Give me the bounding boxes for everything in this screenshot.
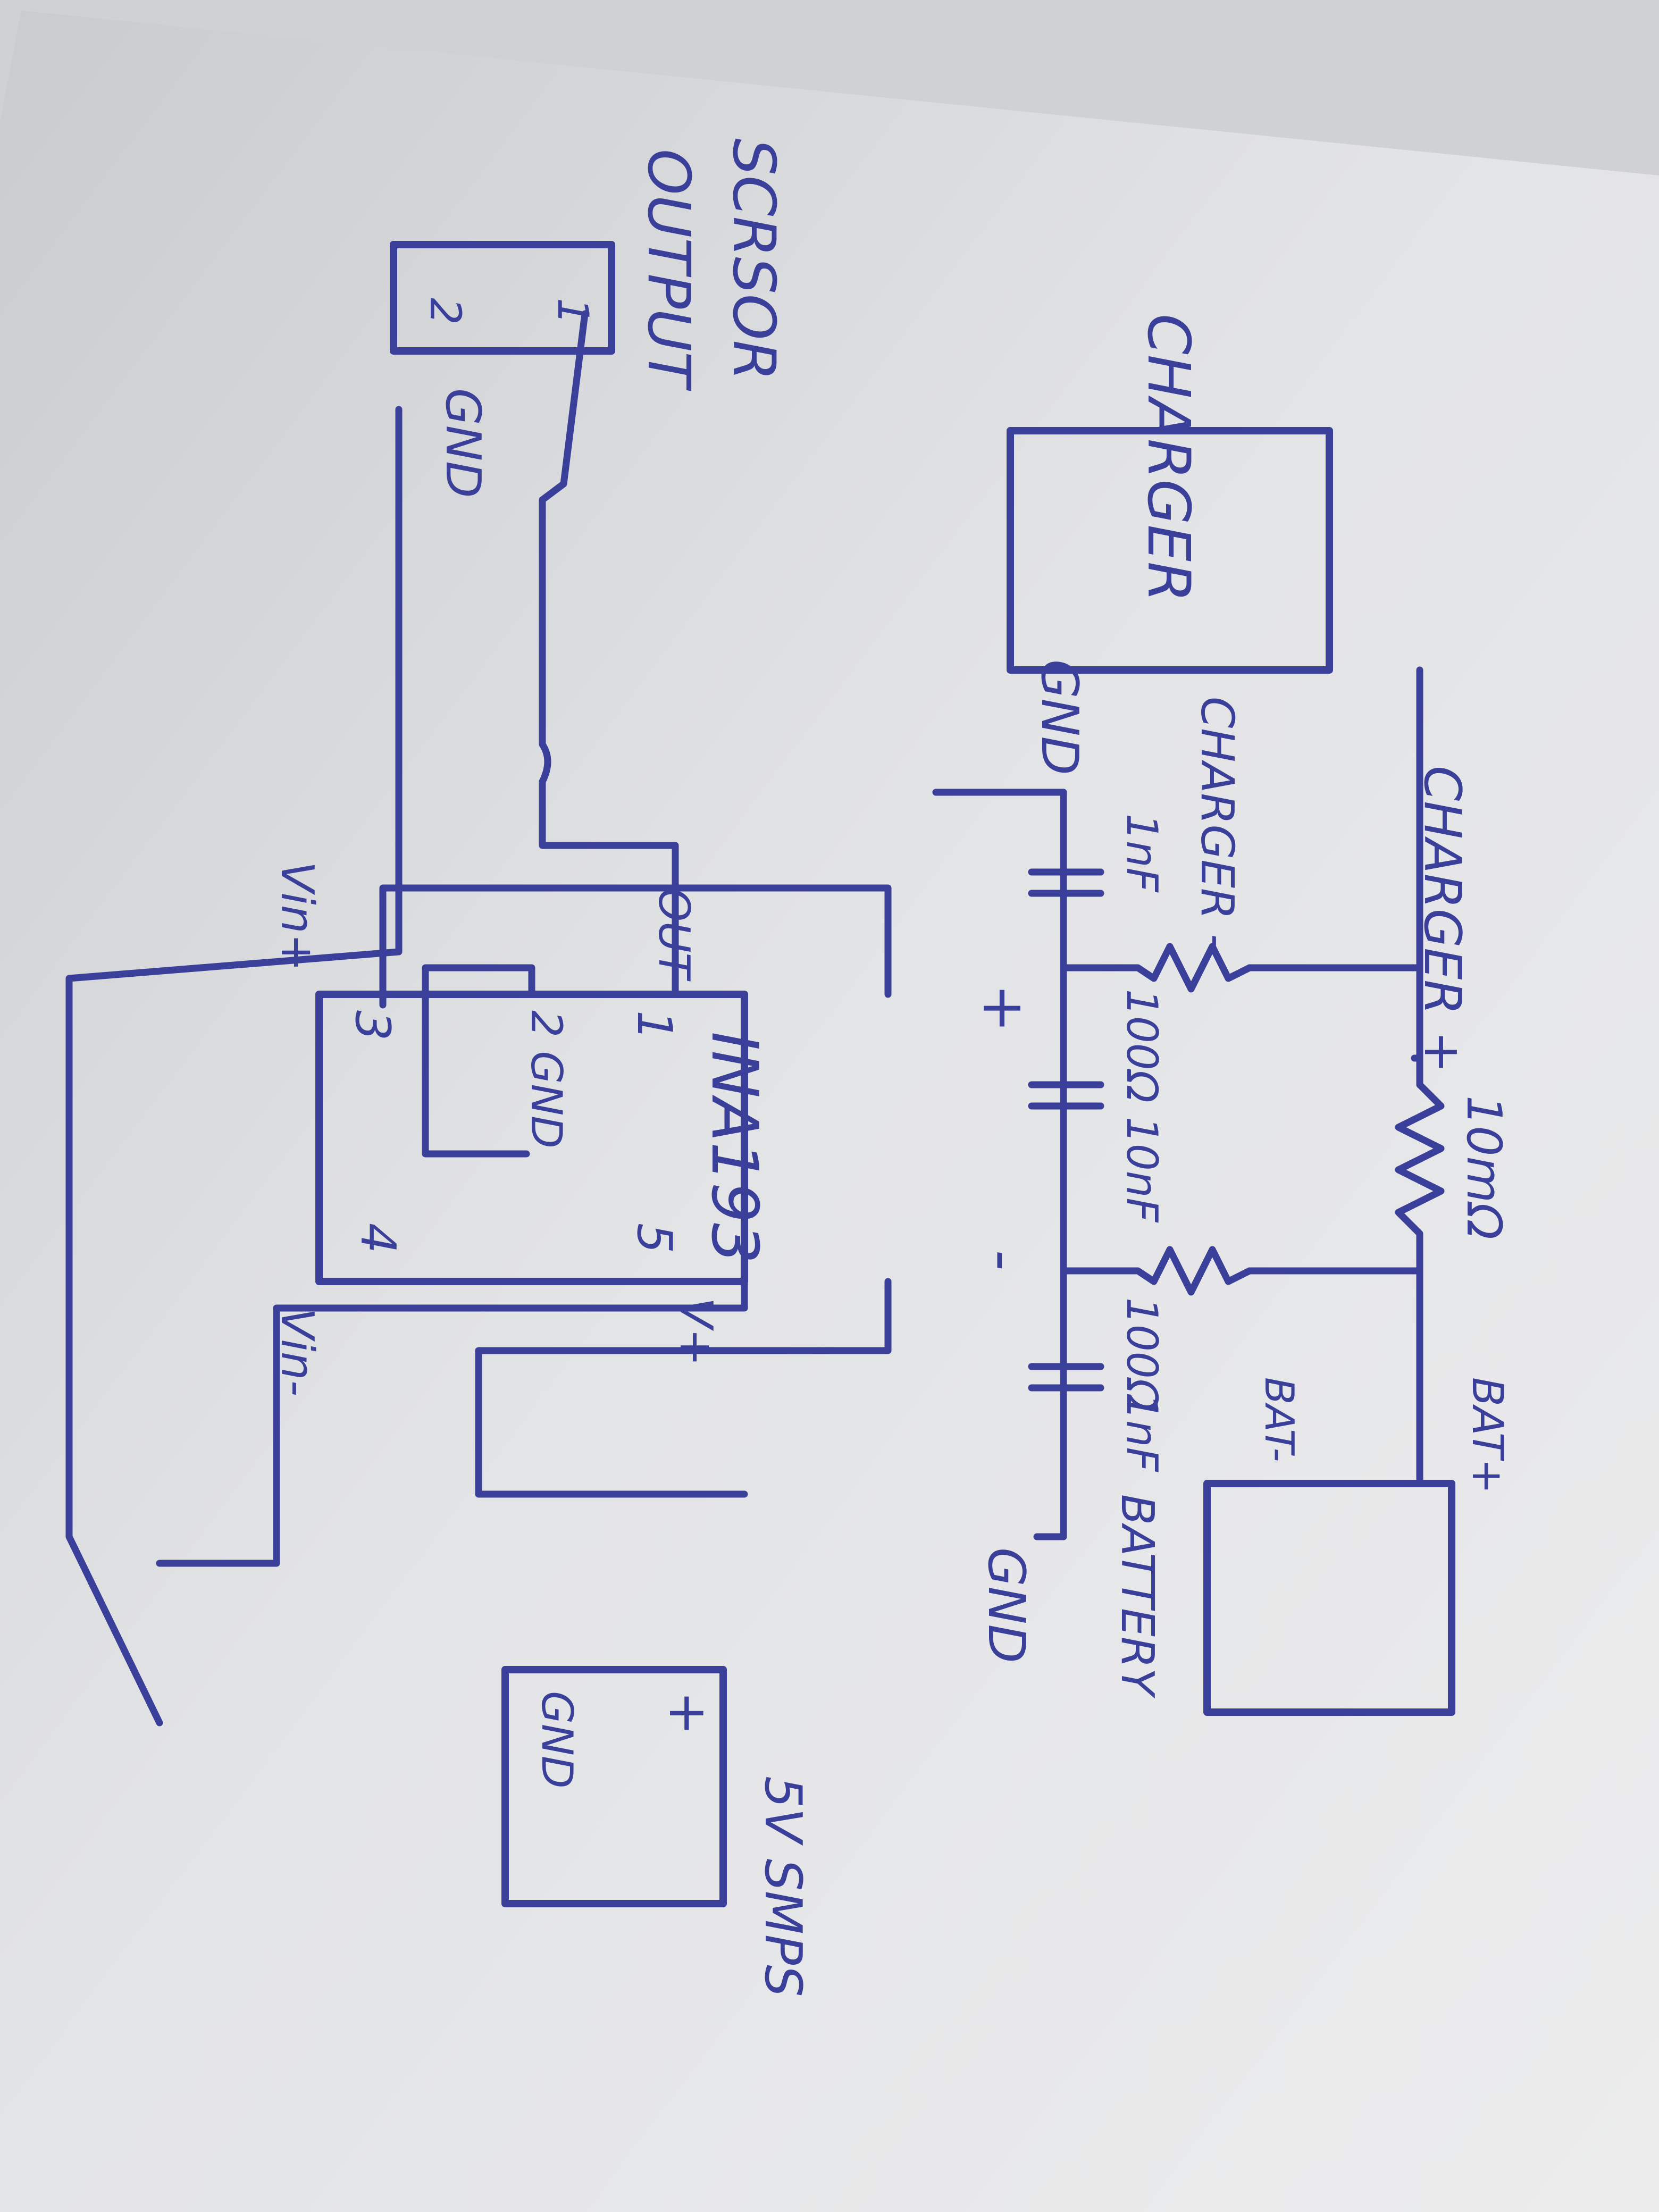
sensor-gnd-label: GND	[435, 388, 491, 498]
ic-pin3: 3	[345, 1010, 400, 1041]
wire-out	[539, 778, 679, 998]
cap-bottom-label: 1nF	[1117, 1393, 1167, 1472]
wire-vplus	[156, 1278, 748, 1567]
ic-pin2: 2 GND	[522, 1010, 571, 1149]
wire-gnd-loop	[65, 406, 403, 1727]
sensor-connector	[390, 241, 615, 355]
smps-box	[501, 1666, 727, 1907]
smps-plus: +	[657, 1691, 719, 1736]
resistor-10mohm	[1395, 1081, 1445, 1365]
wire-vin-minus	[475, 1278, 892, 1498]
charger-minus-label: CHARGER -	[1191, 697, 1243, 950]
sensor-output-label-2: OUTPUT	[635, 149, 703, 391]
smps-label: 5V SMPS	[753, 1776, 812, 1997]
sensor-output-label-1: SCRSOR	[720, 138, 788, 381]
gnd-top-label: GND	[1030, 659, 1088, 775]
res-shunt-label: 10mΩ	[1456, 1095, 1512, 1239]
ic-name: INA193	[697, 1032, 771, 1263]
res-top-label: 100Ω	[1117, 989, 1167, 1103]
gnd-bottom-label: GND	[977, 1547, 1035, 1663]
vin-plus-label: Vin+	[271, 861, 323, 971]
sensor-pin2: 2	[421, 298, 470, 325]
plus-node: +	[970, 984, 1038, 1033]
charger-box	[1007, 427, 1333, 674]
wire-out-to-sensor	[539, 310, 589, 785]
ic-pin1: 1	[626, 1010, 682, 1041]
minus-node: -	[970, 1250, 1038, 1271]
battery-label: BATTERY	[1111, 1494, 1163, 1699]
wire-pin2-gnd	[422, 964, 535, 1158]
ic-pin4: 4	[350, 1223, 406, 1253]
battery-box	[1203, 1480, 1455, 1716]
paper-sheet	[0, 11, 1659, 2212]
res-bottom-label: 100Ω	[1117, 1297, 1167, 1411]
charger-label: CHARGER	[1135, 314, 1203, 602]
sensor-pin1: 1	[548, 298, 598, 325]
bat-plus-label: BAT+	[1463, 1377, 1512, 1494]
ic-pin5: 5	[626, 1223, 682, 1253]
wire-vin-plus	[379, 884, 892, 1009]
smps-gnd: GND	[532, 1691, 582, 1788]
resistor-100ohm-top	[1060, 943, 1253, 993]
schematic-drawing: SCRSOR OUTPUT 1 2 GND CHARGER CHARGER + …	[65, 138, 1512, 1997]
cap-mid-label: 10nF	[1117, 1117, 1167, 1223]
cap-top-label: 1nF	[1117, 814, 1167, 893]
resistor-100ohm-bottom	[1060, 1246, 1253, 1296]
bat-minus-label: BAT-	[1256, 1377, 1303, 1462]
